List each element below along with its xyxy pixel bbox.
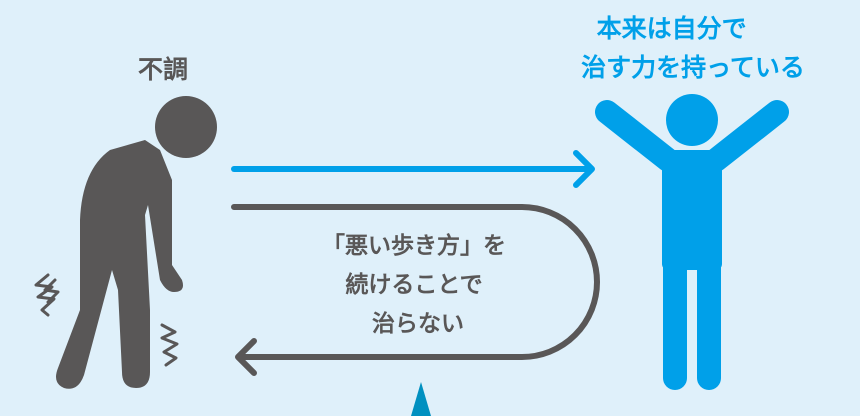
return-loop-arrow bbox=[231, 204, 600, 376]
improvement-arrow bbox=[231, 150, 595, 188]
loop-text-line-1: 「悪い歩き方」を bbox=[322, 232, 506, 259]
loop-text-line-3: 治らない bbox=[372, 310, 464, 337]
unwell-label: 不調 bbox=[138, 55, 188, 84]
unwell-person-figure bbox=[34, 96, 217, 389]
pain-zigzag-icon bbox=[34, 273, 179, 367]
healthy-person-figure bbox=[595, 94, 789, 390]
pointer-triangle bbox=[411, 382, 431, 416]
svg-text:「悪い歩き方」を 続けることで 治らない: 「悪い歩き方」を 続けることで 治らない bbox=[322, 232, 514, 337]
loop-text-line-2: 続けることで bbox=[345, 271, 482, 298]
self-healing-label-line-2: 治す力を持っている bbox=[581, 53, 805, 82]
self-healing-label-line-1: 本来は自分で bbox=[597, 14, 747, 43]
svg-text:本来は自分で 治す力を持っている: 本来は自分で 治す力を持っている bbox=[581, 14, 805, 82]
